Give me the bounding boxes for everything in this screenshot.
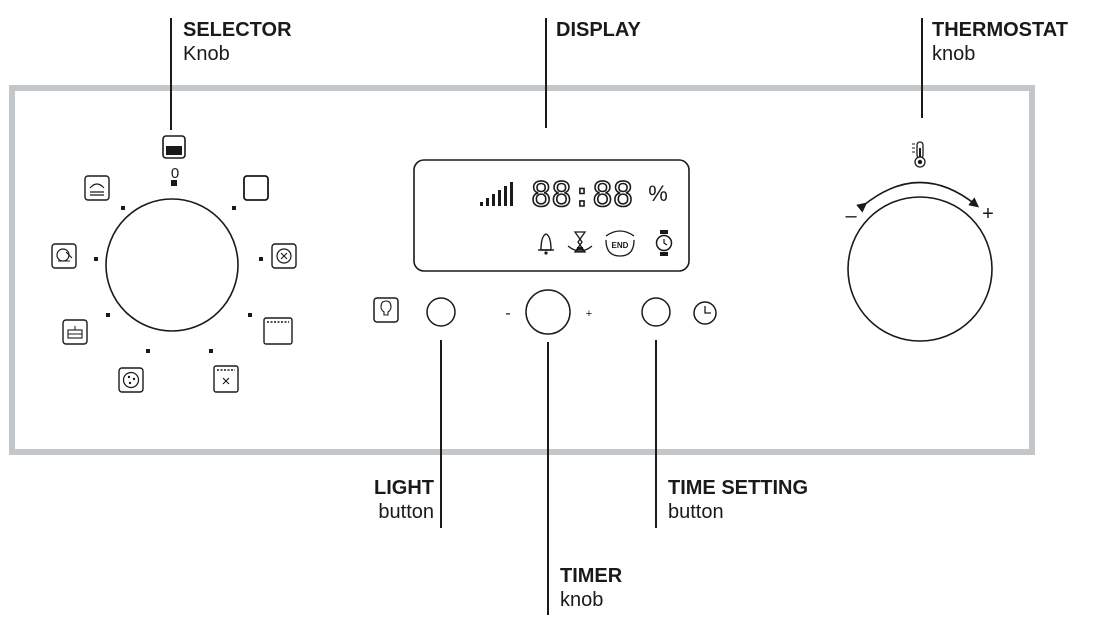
off-position-icon (162, 135, 186, 159)
fan-convection-icon (271, 243, 297, 269)
thermostat-label-title: THERMOSTAT (932, 19, 1068, 41)
thermostat-label: THERMOSTAT knob (932, 18, 1068, 66)
clock-icon (655, 230, 673, 256)
thermostat-label-sub: knob (932, 43, 976, 65)
pizza-icon (118, 367, 144, 393)
light-label-sub: button (378, 501, 434, 523)
time-setting-label: TIME SETTING button (668, 476, 808, 524)
selector-label: SELECTOR Knob (183, 18, 292, 66)
display-digits: 88:88 (531, 175, 633, 215)
time-setting-label-title: TIME SETTING (668, 477, 808, 499)
control-panel-frame (9, 85, 1035, 455)
grill-icon (263, 317, 293, 345)
thermostat-knob[interactable] (847, 196, 993, 342)
thermometer-icon (912, 141, 926, 168)
selector-label-sub: Knob (183, 43, 230, 65)
timer-label: TIMER knob (560, 564, 622, 612)
time-setting-clock-icon (693, 301, 717, 325)
cooking-duration-icon (567, 231, 593, 253)
pastry-icon (62, 319, 88, 345)
selector-position-marks (94, 180, 263, 353)
timer-label-title: TIMER (560, 565, 623, 587)
display-percent-sign: % (648, 181, 668, 206)
fan-grill-icon (213, 365, 239, 393)
end-of-cooking-icon: END (605, 230, 635, 257)
bell-icon (538, 233, 554, 255)
signal-bars-icon (480, 182, 513, 206)
thermostat-range-arrow (856, 181, 980, 213)
end-label: END (612, 241, 629, 250)
timer-minus-label: - (505, 305, 510, 322)
timer-knob[interactable] (525, 289, 571, 335)
lcd-display (413, 159, 690, 272)
time-setting-label-sub: button (668, 501, 724, 523)
selector-knob[interactable] (105, 198, 239, 332)
thermostat-minus-label: – (845, 205, 857, 227)
selector-label-title: SELECTOR (183, 19, 292, 41)
defrost-icon (51, 243, 77, 269)
time-setting-button[interactable] (641, 297, 671, 327)
light-label-title: LIGHT (374, 477, 434, 499)
selector-zero-label: 0 (171, 165, 179, 182)
light-label: LIGHT button (374, 476, 434, 524)
display-label: DISPLAY (556, 18, 641, 42)
light-button[interactable] (426, 297, 456, 327)
light-icon (373, 297, 399, 323)
oven-lamp-icon (243, 175, 269, 201)
top-heating-icon (84, 175, 110, 201)
timer-plus-label: + (586, 308, 592, 320)
display-label-title: DISPLAY (556, 19, 641, 41)
thermostat-plus-label: + (982, 203, 994, 225)
timer-label-sub: knob (560, 589, 604, 611)
